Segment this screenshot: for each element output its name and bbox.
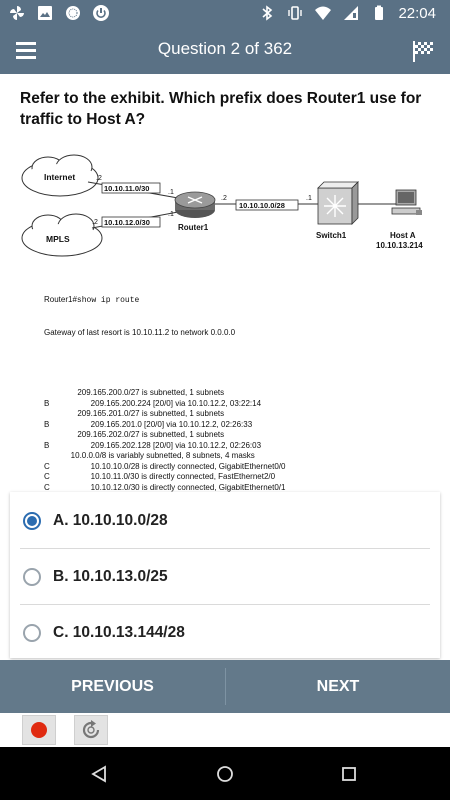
route-code: C [44,482,50,492]
answer-option-c[interactable]: C. 10.10.13.144/28 [10,605,440,660]
refresh-icon [82,720,100,739]
route-entry: B 209.165.201.0 [20/0] via 10.10.12.2, 0… [44,420,334,431]
net-mpls-label: 10.10.12.0/30 [104,218,150,227]
route-text: 10.10.11.0/30 is directly connected, Fas… [64,472,276,481]
radio-unselected-icon[interactable] [23,623,41,642]
clock: 22:04 [398,4,436,22]
computer-icon [391,189,422,215]
if-mpls-far: .2 [92,219,98,226]
circle-dots-icon [66,6,80,20]
route-text: 209.165.202.0/27 is subnetted, 1 subnets [64,430,225,439]
if-switch-left: .1 [306,195,312,202]
route-code: B [44,398,50,408]
signal-icon [344,6,359,20]
answer-option-b[interactable]: B. 10.10.13.0/25 [10,549,440,604]
net-internet-label: 10.10.11.0/30 [104,184,149,193]
route-entry: 209.165.202.0/27 is subnetted, 1 subnets [44,430,334,441]
route-entry: C 10.10.12.0/30 is directly connected, G… [44,483,334,494]
radio-unselected-icon[interactable] [23,567,41,586]
route-text: 209.165.200.224 [20/0] via 10.10.12.2, 0… [64,398,262,408]
mpls-label: MPLS [46,234,70,244]
divider [225,668,226,705]
router-label: Router1 [178,223,209,232]
route-entry: 10.0.0.0/8 is variably subnetted, 8 subn… [44,451,334,462]
internet-cloud-icon [21,154,99,197]
if-router-right: .2 [221,195,227,202]
route-entry: 209.165.201.0/27 is subnetted, 1 subnets [44,409,334,420]
answer-option-a[interactable]: A. 10.10.10.0/28 [10,493,440,548]
switch-label: Switch1 [316,231,347,240]
route-code: C [44,461,50,471]
record-icon [31,722,47,738]
internet-label: Internet [44,172,75,182]
gateway-line: Gateway of last resort is 10.10.11.2 to … [44,327,236,337]
status-bar: 22:04 [0,0,450,28]
route-code: C [44,472,50,481]
route-text: 10.0.0.0/8 is variably subnetted, 8 subn… [64,451,255,460]
route-entry: B 209.165.202.128 [20/0] via 10.10.12.2,… [44,441,334,452]
route-entry: 209.165.200.0/27 is subnetted, 1 subnets [44,388,334,399]
question-counter: Question 2 of 362 [157,39,293,58]
answer-label: B. 10.10.13.0/25 [53,567,168,585]
tool-strip [0,713,450,747]
wifi-icon [315,6,332,20]
refresh-button[interactable] [74,715,108,745]
navigation-bar: PREVIOUS NEXT [0,660,450,713]
router-icon [174,191,216,218]
route-text: 209.165.202.128 [20/0] via 10.10.12.2, 0… [64,440,262,450]
route-code: B [44,419,50,429]
host-label: Host A [390,231,416,240]
answer-label: A. 10.10.10.0/28 [53,511,168,529]
pinwheel-icon [10,6,24,20]
exhibit-image: Internet MPLS 10.10.11.0/30 10.10.12.0/3… [18,150,431,555]
if-internet-far: .2 [96,175,102,182]
route-entry: B 209.165.200.224 [20/0] via 10.10.12.2,… [44,399,334,410]
net-switch-label: 10.10.10.0/28 [239,201,285,210]
network-diagram: Internet MPLS 10.10.11.0/30 10.10.12.0/3… [21,154,423,257]
app-bar: Question 2 of 362 [0,28,450,74]
battery-icon [375,5,384,20]
recents-square-icon[interactable] [341,766,357,782]
home-circle-icon[interactable] [216,765,234,783]
if-mpls-near: .1 [168,211,174,218]
answer-card: A. 10.10.10.0/28 B. 10.10.13.0/25 C. 10.… [10,492,440,658]
hamburger-icon[interactable] [16,42,36,60]
route-text: 209.165.200.0/27 is subnetted, 1 subnets [64,388,225,397]
vibrate-icon [288,6,303,20]
mpls-cloud-icon [21,213,103,257]
power-icon [93,5,109,21]
route-text: 209.165.201.0/27 is subnetted, 1 subnets [64,409,225,418]
route-text: 10.10.12.0/30 is directly connected, Gig… [64,482,286,492]
previous-button[interactable]: PREVIOUS [71,677,154,695]
route-code: B [44,440,50,450]
route-entry: C 10.10.11.0/30 is directly connected, F… [44,472,334,483]
route-text: 209.165.201.0 [20/0] via 10.10.12.2, 02:… [64,419,253,429]
divider [20,548,430,549]
switch-icon [317,181,359,225]
question-text: Refer to the exhibit. Which prefix does … [20,90,422,128]
host-ip: 10.10.13.214 [376,241,423,250]
route-entry: C 10.10.10.0/28 is directly connected, G… [44,462,334,473]
divider [20,604,430,605]
bluetooth-icon [262,5,273,21]
next-button[interactable]: NEXT [316,677,360,695]
back-triangle-icon[interactable] [90,765,108,783]
route-text: 10.10.10.0/28 is directly connected, Gig… [64,461,286,471]
answer-label: C. 10.10.13.144/28 [53,623,185,641]
record-button[interactable] [22,715,56,745]
checkered-flag-icon[interactable] [410,38,436,64]
if-internet-near: .1 [168,189,174,196]
system-navigation-bar [0,747,450,800]
image-icon [38,6,52,20]
radio-selected-icon[interactable] [23,511,41,530]
command-line: Router1#show ip route [44,295,140,305]
